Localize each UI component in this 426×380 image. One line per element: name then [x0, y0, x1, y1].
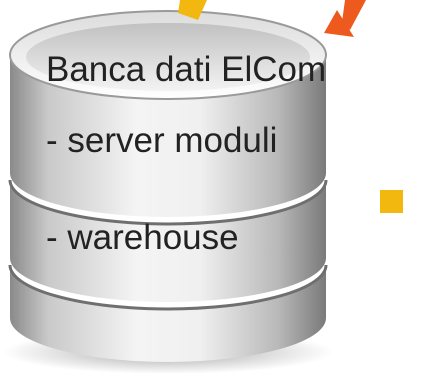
database-item-server-moduli: - server moduli — [46, 121, 278, 160]
database-title: Banca dati ElCom — [46, 50, 327, 89]
cylinder-segment-top — [9, 10, 327, 217]
cylinder-segment-bottom — [8, 264, 328, 362]
cylinder-segment-middle — [8, 179, 328, 302]
arrow-yellow-icon — [178, 0, 207, 20]
yellow-square-icon — [380, 190, 403, 213]
arrow-orange-icon — [324, 0, 366, 37]
database-item-warehouse: - warehouse — [46, 218, 239, 257]
